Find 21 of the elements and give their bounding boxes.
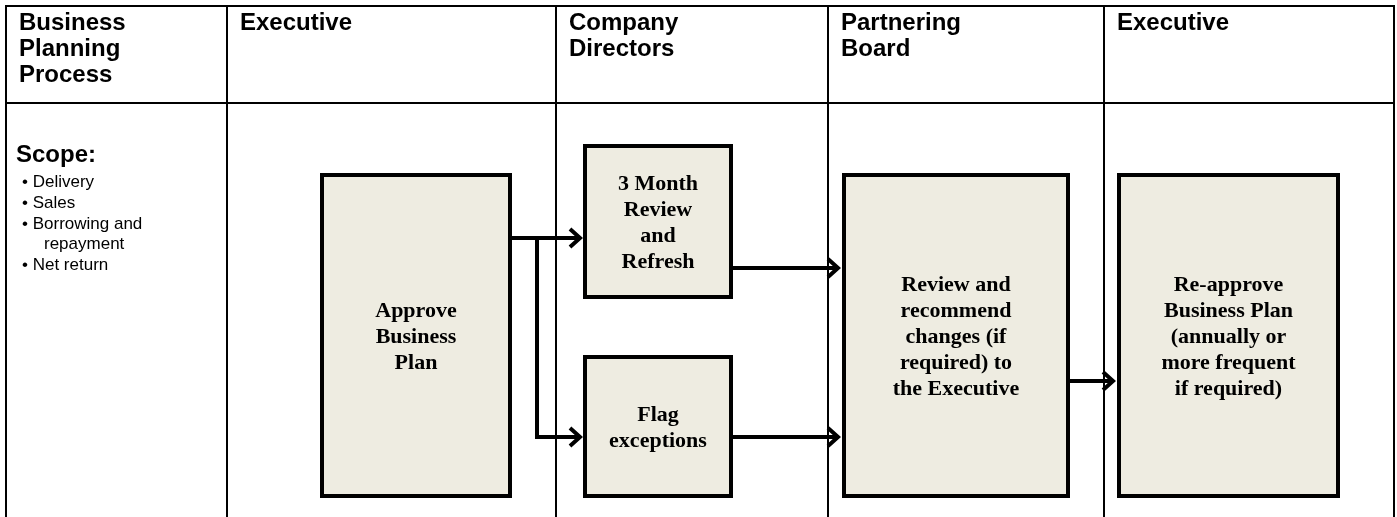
column-header: Partnering Board	[841, 9, 963, 61]
column-header: Business Planning Process	[19, 9, 127, 87]
arrow	[733, 257, 840, 279]
section-heading: Scope:	[16, 140, 96, 168]
column-header: Executive	[240, 9, 353, 35]
arrow	[1070, 370, 1115, 392]
arrow	[512, 236, 582, 448]
process-box: Approve Business Plan	[320, 173, 512, 498]
swimlane-column	[5, 5, 228, 517]
bullet-item: • Delivery	[22, 172, 96, 192]
process-box: 3 Month Review and Refresh	[583, 144, 733, 299]
process-box: Flag exceptions	[583, 355, 733, 498]
bullet-item: • Sales	[22, 193, 77, 213]
column-header: Company Directors	[569, 9, 680, 61]
arrow	[733, 426, 840, 448]
column-header: Executive	[1117, 9, 1230, 35]
bullet-item: • Borrowing and repayment	[22, 214, 144, 254]
process-box: Re-approve Business Plan (annually or more frequent if required)	[1117, 173, 1340, 498]
process-box: Review and recommend changes (if required) to the Executive	[842, 173, 1070, 498]
swimlane-column	[1103, 5, 1395, 517]
bullet-item: • Net return	[22, 255, 110, 275]
